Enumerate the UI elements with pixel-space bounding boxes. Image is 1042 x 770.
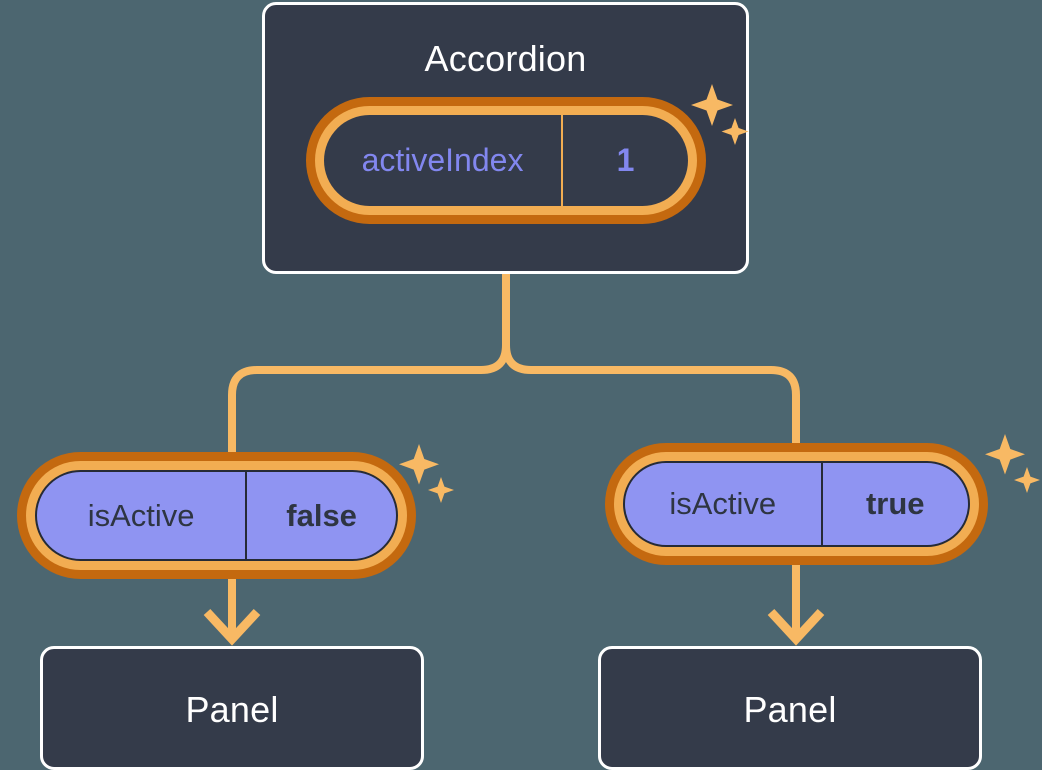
state-pill-value: 1 <box>561 115 688 206</box>
component-node-panel-right[interactable]: Panel <box>598 646 982 770</box>
arrow-down-icon-right <box>767 608 825 646</box>
state-pill-active-index[interactable]: activeIndex 1 <box>306 97 706 224</box>
state-pill-value: false <box>245 472 396 559</box>
state-pill-ring: isActive true <box>614 452 979 556</box>
connector-branch-left <box>228 344 510 460</box>
sparkles-icon <box>985 434 1040 493</box>
state-pill-body: isActive false <box>35 470 398 561</box>
component-title: Panel <box>743 689 837 730</box>
state-pill-is-active-left[interactable]: isActive false <box>17 452 416 579</box>
state-pill-body: isActive true <box>623 461 970 547</box>
state-pill-is-active-right[interactable]: isActive true <box>605 443 988 565</box>
state-pill-body: activeIndex 1 <box>324 115 688 206</box>
state-pill-key: isActive <box>87 497 195 533</box>
state-pill-value: true <box>820 463 969 545</box>
component-node-panel-left[interactable]: Panel <box>40 646 424 770</box>
arrow-down-icon-left <box>203 608 261 646</box>
state-pill-key: activeIndex <box>361 142 524 178</box>
state-pill-ring: isActive false <box>26 461 407 570</box>
component-title: Panel <box>185 689 279 730</box>
connector-branch-right <box>502 344 800 452</box>
component-title: Accordion <box>424 38 587 79</box>
state-pill-key: isActive <box>669 486 777 521</box>
state-pill-ring: activeIndex 1 <box>315 106 697 215</box>
